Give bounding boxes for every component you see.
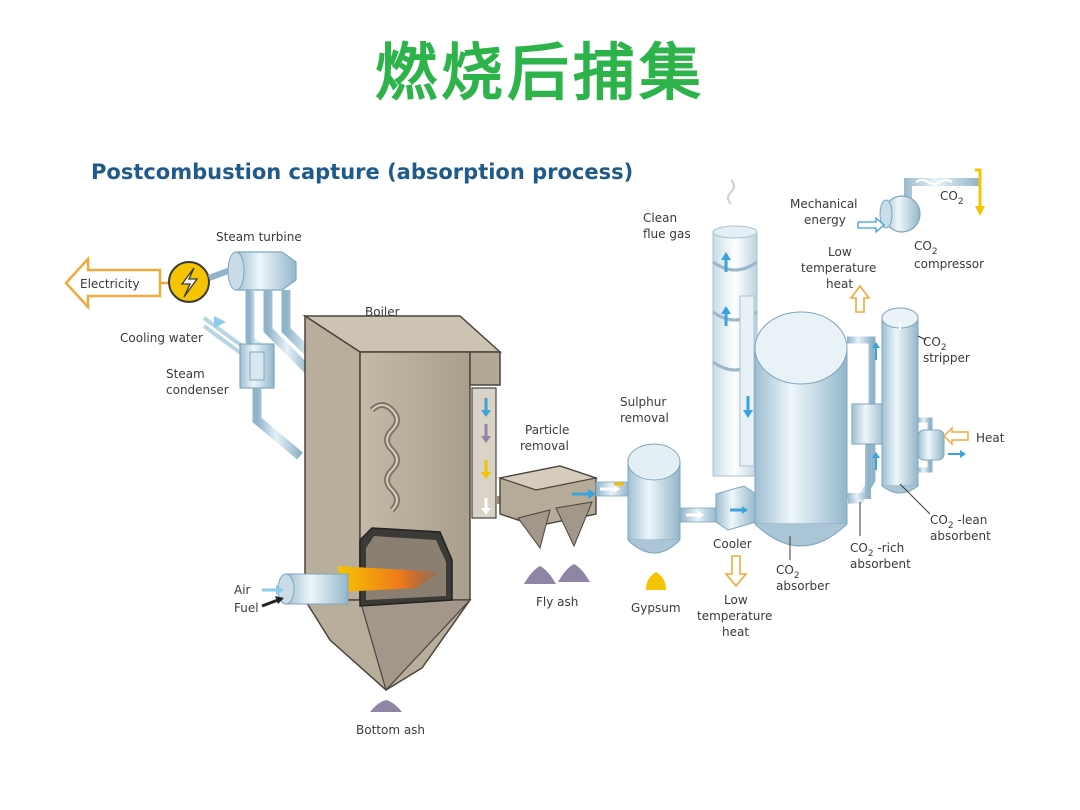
- cooling-water-label: Cooling water: [120, 331, 203, 345]
- mechanical-label: Mechanical: [790, 197, 858, 211]
- energy-label: energy: [804, 213, 846, 227]
- electricity-arrow: [64, 255, 162, 311]
- clean-label: Clean: [643, 211, 677, 225]
- temperature-label-1: temperature: [801, 261, 876, 275]
- reboiler: [917, 429, 945, 461]
- slide-title: 燃烧后捕集: [374, 36, 705, 109]
- cooling-water-pipes: [202, 316, 244, 356]
- particle-removal-unit: [497, 465, 599, 550]
- absorbent-rich-label: absorbent: [850, 557, 911, 571]
- steam-condenser: [239, 343, 275, 389]
- cooler-label: Cooler: [713, 537, 752, 551]
- particle-label: Particle: [525, 423, 569, 437]
- burner: [277, 573, 349, 605]
- heat-exchanger: [851, 403, 887, 445]
- low-label-1: Low: [828, 245, 852, 259]
- heat-label: Heat: [976, 431, 1005, 445]
- bottom-ash-label: Bottom ash: [356, 723, 425, 737]
- heat-label-2: heat: [722, 625, 749, 639]
- electricity-label: Electricity: [80, 277, 140, 291]
- clean-flue-gas-stack: [712, 179, 758, 477]
- co2-absorber: [754, 311, 848, 547]
- co2-output-label: CO2: [940, 189, 964, 207]
- boiler: [302, 314, 502, 692]
- sulphur-removal-label: removal: [620, 411, 669, 425]
- fly-ash-label: Fly ash: [536, 595, 578, 609]
- air-label: Air: [234, 583, 251, 597]
- cooler: [715, 485, 757, 531]
- gypsum-label: Gypsum: [631, 601, 681, 615]
- co2-compressor-label: CO2: [914, 239, 938, 257]
- compressor-label: compressor: [914, 257, 984, 271]
- condenser-label: condenser: [166, 383, 229, 397]
- particle-removal-label: removal: [520, 439, 569, 453]
- fuel-label: Fuel: [234, 601, 259, 615]
- steam-label: Steam: [166, 367, 205, 381]
- co2-rich-label: CO2 -rich: [850, 541, 904, 559]
- co2-stripper-label: CO2: [923, 335, 947, 353]
- steam-turbine: [227, 251, 297, 291]
- absorber-label: absorber: [776, 579, 829, 593]
- sulphur-removal-vessel: [627, 443, 681, 554]
- diagram-title: Postcombustion capture (absorption proce…: [91, 160, 634, 184]
- low-label-2: Low: [724, 593, 748, 607]
- co2-stripper: [881, 307, 919, 494]
- temperature-label-2: temperature: [697, 609, 772, 623]
- absorbent-lean-label: absorbent: [930, 529, 991, 543]
- stripper-label: stripper: [923, 351, 970, 365]
- sulphur-label: Sulphur: [620, 395, 666, 409]
- boiler-label: Boiler: [365, 305, 400, 319]
- co2-compressor: [879, 195, 921, 233]
- co2-lean-label: CO2 -lean: [930, 513, 987, 531]
- generator-icon: [168, 261, 210, 303]
- steam-turbine-label: Steam turbine: [216, 230, 302, 244]
- co2-absorber-label: CO2: [776, 563, 800, 581]
- heat-label-1: heat: [826, 277, 853, 291]
- flue-gas-label: flue gas: [643, 227, 691, 241]
